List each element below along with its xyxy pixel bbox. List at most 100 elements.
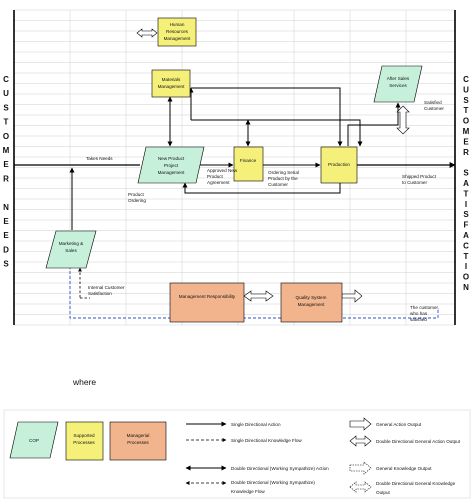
hr-line-1: Human [170, 22, 185, 27]
customer-satisfaction-letter: A [463, 231, 469, 240]
customer-needs-letter: S [3, 103, 9, 112]
background-grid [13, 9, 456, 326]
customer-needs-letter: O [3, 132, 9, 141]
legend-single-knowledge-label: Single Directional Knowledge Flow [231, 438, 302, 443]
where-label: where [72, 377, 96, 387]
customer-satisfaction-letter: C [463, 75, 469, 84]
materials-management-box[interactable]: Materials Management [151, 69, 191, 98]
customer-needs-letter: E [3, 231, 9, 240]
legend-supported-line-1: Supported [73, 433, 95, 438]
approved-line-1: Approved New [207, 168, 238, 173]
management-responsibility-box[interactable]: Management Responsibility [169, 282, 245, 323]
aftersales-line-1: After Sales [387, 76, 410, 81]
customer-needs-letter: M [3, 146, 10, 155]
production-label: Production [328, 162, 350, 167]
takes-needs-label: Takes Needs [86, 156, 113, 161]
customer-needs-letter: E [3, 160, 9, 169]
materials-line-1: Materials [162, 77, 181, 82]
customer-needs-letter: C [3, 75, 9, 84]
legend-cop-label: COP [29, 438, 39, 443]
quality-line-1: Quality System [296, 295, 327, 300]
legend-supported: Supported Processes [65, 421, 104, 461]
customer-satisfaction-letter: R [463, 148, 469, 157]
customer-satisfaction-letter: T [464, 252, 469, 261]
approved-line-3: Agreement [207, 180, 230, 185]
customer-satisfaction-letter: I [465, 200, 467, 209]
customer-needs-letter: U [3, 89, 9, 98]
marketing-sales-box[interactable]: Marketing & Sales [45, 230, 97, 269]
npp-line-1: New Product [158, 156, 185, 161]
customer-needs-letter: R [3, 174, 9, 183]
ordering-serial-line-3: Customer [268, 182, 288, 187]
svg-text:Resources: Resources [166, 29, 189, 34]
internal-satisfaction-line-2: Satisfaction [88, 291, 112, 296]
hr-line-3: Management [164, 36, 192, 41]
mgmt-quality-double-arrow [243, 290, 274, 302]
new-product-project-box[interactable]: New Product Project Management [137, 146, 205, 184]
legend-double-knowledge-line-1: Double Directional (Working Sympathize) [231, 480, 315, 485]
legend-managerial-line-2: Processes [127, 440, 149, 445]
ordering-serial-line-1: Ordering Serial [268, 170, 299, 175]
internal-satisfaction-line-1: Internal Customer [88, 285, 125, 290]
customer-satisfaction-letter: S [463, 210, 469, 219]
knowledge-feedback-loop [67, 261, 439, 319]
quality-output-arrow [341, 289, 363, 303]
legend-managerial-line-1: Managerial [127, 433, 150, 438]
finance-box[interactable]: Finance [233, 146, 264, 182]
customer-satisfied-line-2: who has [410, 311, 428, 316]
customer-satisfaction-letter: U [463, 85, 469, 94]
satisfied-line-2: Customer [424, 106, 444, 111]
customer-needs-letter: N [3, 203, 9, 212]
customer-satisfaction-letter: E [463, 137, 469, 146]
legend-double-general-knowledge-line-1: Double Directional General Knowledge [376, 481, 456, 486]
customer-satisfied-line-3: satisfied [410, 317, 427, 322]
mgmt-resp-label: Management Responsibility [179, 294, 236, 299]
legend-double-knowledge-line-2: Knowledge Flow [231, 489, 265, 494]
legend-general-action-output-arrow [349, 417, 372, 431]
npp-line-2: Project [164, 163, 179, 168]
svg-text:Management: Management [164, 36, 192, 41]
customer-needs-letter: S [3, 260, 9, 269]
customer-satisfaction-letter: C [463, 241, 469, 250]
legend-general-knowledge-output-arrow [349, 461, 372, 475]
customer-satisfaction-letter: T [464, 189, 469, 198]
customer-satisfied-line-1: The customer, [410, 305, 439, 310]
customer-satisfaction-letter: M [463, 127, 470, 136]
product-ordering-line-1: Product [128, 192, 145, 197]
customer-satisfaction-letter: T [464, 106, 469, 115]
legend-managerial: Managerial Processes [109, 421, 167, 461]
customer-satisfaction-letter: F [464, 221, 469, 230]
legend: COP Supported Processes Managerial Proce… [3, 409, 471, 499]
customer-needs-letter: D [3, 245, 9, 254]
flow-production-return [182, 182, 341, 194]
after-sales-box[interactable]: After Sales Services [373, 65, 423, 103]
customer-satisfaction-letter: S [463, 96, 469, 105]
customer-satisfaction-letter: S [463, 169, 469, 178]
customer-satisfaction-letter: N [463, 283, 469, 292]
product-ordering-line-2: Ordering [128, 198, 146, 203]
quality-line-2: Management [298, 302, 326, 307]
npp-line-3: Management [158, 170, 186, 175]
shipped-line-1: Shipped Product [402, 174, 437, 179]
marketing-line-1: Marketing & [59, 241, 84, 246]
hr-management-box[interactable]: Human Resources Management [157, 17, 197, 47]
customer-satisfaction-letter: O [463, 273, 469, 282]
hr-line-2: Resources [166, 29, 189, 34]
ordering-serial-line-2: Product by the [268, 176, 298, 181]
production-box[interactable]: Production [320, 146, 358, 184]
legend-double-general-action-label: Double Directional General Action Output [376, 439, 461, 444]
quality-system-box[interactable]: Quality System Management [280, 282, 343, 323]
flow-materials-production [191, 87, 343, 147]
svg-text:Human: Human [170, 22, 185, 27]
legend-supported-line-2: Processes [73, 440, 95, 445]
satisfied-line-1: Satisfied [424, 100, 442, 105]
flow-top-rail [191, 119, 363, 147]
aftersales-line-2: Services [389, 83, 407, 88]
customer-satisfaction-letter: I [465, 262, 467, 271]
legend-double-action-label: Double Directional (Working Sympathize) … [231, 466, 329, 471]
legend-general-knowledge-output-label: General Knowledge Output [376, 466, 432, 471]
customer-satisfaction-letter: A [463, 179, 469, 188]
legend-double-general-knowledge-line-2: Output [376, 490, 391, 495]
hr-double-arrow [136, 28, 158, 38]
